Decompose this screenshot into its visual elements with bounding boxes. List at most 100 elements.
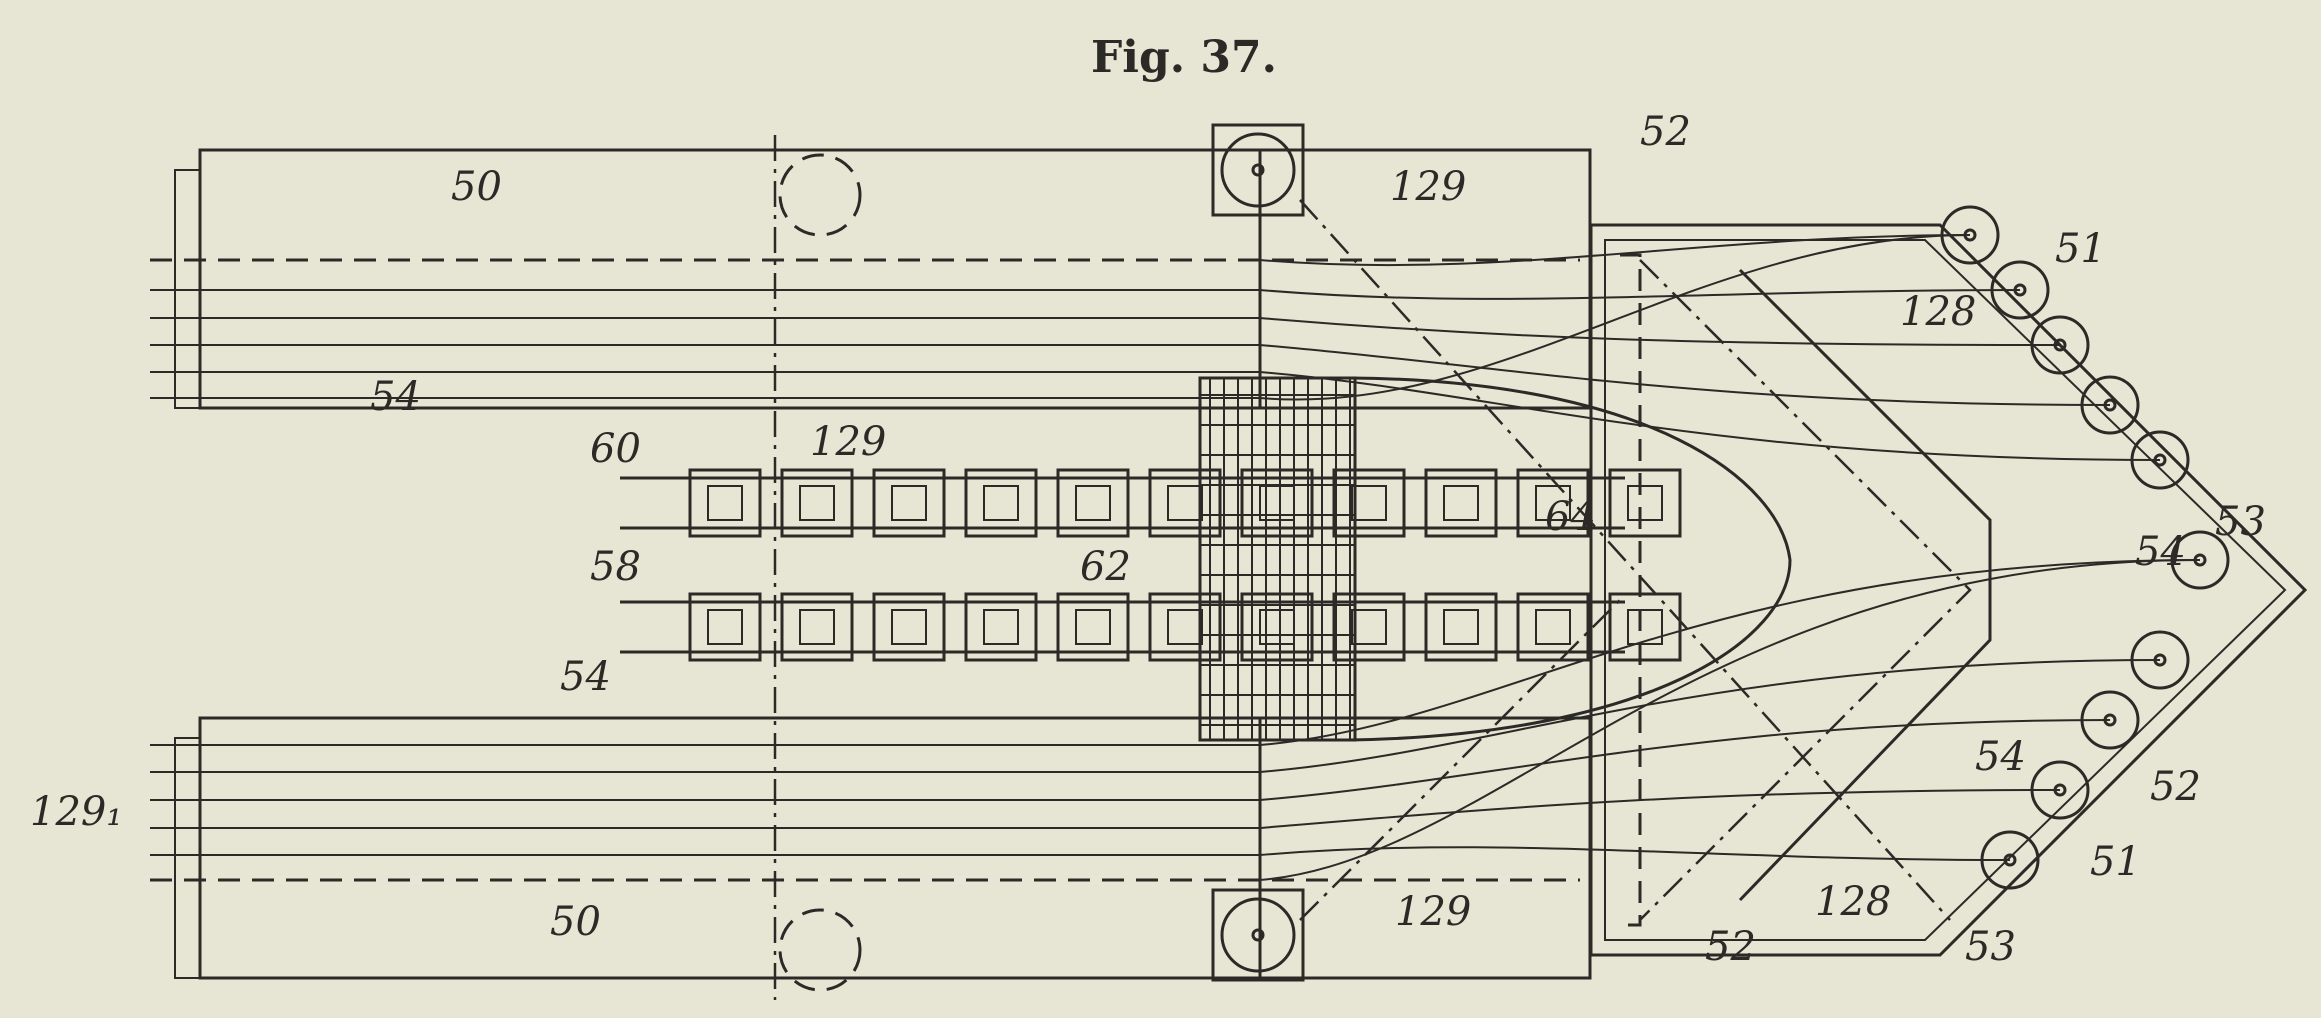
part-label: 54 xyxy=(560,654,611,700)
chain-link xyxy=(1516,468,1590,538)
chain-pin xyxy=(983,485,1019,521)
drawing xyxy=(150,123,2308,1000)
pulley-wheel xyxy=(1220,132,1296,208)
part-label: 51 xyxy=(2055,226,2106,272)
chain-pin xyxy=(1167,485,1203,521)
chain-pin xyxy=(891,485,927,521)
cable xyxy=(1259,234,1971,267)
part-label: 52 xyxy=(1640,109,1691,155)
chain-pin xyxy=(1259,609,1295,645)
chain-link xyxy=(1148,592,1222,662)
part-label: 64 xyxy=(1545,494,1596,540)
cable xyxy=(1259,289,2021,300)
bottom-trough xyxy=(198,716,1262,980)
part-label: 50 xyxy=(451,164,502,210)
chain-pin xyxy=(1259,485,1295,521)
frame-dashed xyxy=(1620,253,1642,927)
cable-guide xyxy=(1349,376,1792,742)
cable xyxy=(1259,371,2161,461)
part-label: 62 xyxy=(1080,544,1131,590)
cable xyxy=(1259,234,1971,401)
chain-link xyxy=(1516,592,1590,662)
pulley-axle xyxy=(1251,928,1265,942)
pulley-axle xyxy=(1251,163,1265,177)
cable xyxy=(1259,559,2201,746)
part-label: 58 xyxy=(590,544,641,590)
dashdot-129 xyxy=(1299,599,1621,921)
chain-pin xyxy=(1627,609,1663,645)
chain-link xyxy=(1332,468,1406,538)
chain-link xyxy=(688,592,762,662)
chain-pin xyxy=(1443,609,1479,645)
dashed-circle xyxy=(778,153,862,237)
part-label: 60 xyxy=(590,426,641,472)
chain-link xyxy=(964,468,1038,538)
dashdot-guide xyxy=(1639,259,1972,921)
chain-pin xyxy=(1075,609,1111,645)
part-label: 129 xyxy=(1395,889,1471,935)
chain-link xyxy=(1056,468,1130,538)
part-label: 128 xyxy=(1815,879,1891,925)
chain-link xyxy=(1148,468,1222,538)
chain-pin xyxy=(1351,485,1387,521)
cable xyxy=(1259,317,2061,346)
top-trough xyxy=(198,148,1262,410)
part-label: 52 xyxy=(2150,764,2201,810)
part-label: 129 xyxy=(810,419,886,465)
chain-link xyxy=(1240,592,1314,662)
part-label: 54 xyxy=(370,374,421,420)
part-label: 129₁ xyxy=(30,789,122,835)
chain-pin xyxy=(1443,485,1479,521)
chain-link xyxy=(1332,592,1406,662)
conveyor-frame-inner xyxy=(1604,239,2287,941)
chain-link xyxy=(1240,468,1314,538)
chain-link xyxy=(780,468,854,538)
chain-link xyxy=(872,468,946,538)
chain-pin xyxy=(1167,609,1203,645)
chain-link xyxy=(688,468,762,538)
chain-pin xyxy=(1351,609,1387,645)
chain-link xyxy=(1424,468,1498,538)
chain-pin xyxy=(1535,609,1571,645)
part-label: 52 xyxy=(1705,924,1756,970)
pulley-block xyxy=(1211,888,1305,982)
part-label: 53 xyxy=(1965,924,2016,970)
cable xyxy=(1259,719,2111,801)
figure-title: Fig. 37. xyxy=(1091,32,1277,83)
pulley-wheel xyxy=(1220,897,1296,973)
part-label: 54 xyxy=(1975,734,2026,780)
cable xyxy=(1259,789,2061,829)
chain-link xyxy=(1608,468,1682,538)
chain-pin xyxy=(707,609,743,645)
dashdot-129 xyxy=(1299,199,1951,921)
chain-pin xyxy=(891,609,927,645)
bottom-trough-wall xyxy=(174,737,201,979)
chain-pin xyxy=(1535,485,1571,521)
cable xyxy=(1259,344,2111,406)
pulley-block xyxy=(1211,123,1305,217)
dashed-circle xyxy=(778,908,862,992)
chain-pin xyxy=(983,609,1019,645)
part-label: 54 xyxy=(2135,529,2186,575)
part-label: 128 xyxy=(1900,289,1976,335)
chain-pin xyxy=(1075,485,1111,521)
cable xyxy=(1259,659,2161,773)
conveyor-frame xyxy=(1589,223,2308,957)
chain-link xyxy=(780,592,854,662)
cable xyxy=(1259,559,2201,881)
part-label: 129 xyxy=(1390,164,1466,210)
chain-pin xyxy=(799,485,835,521)
bar-128 xyxy=(1738,268,1992,902)
chain-pin xyxy=(1627,485,1663,521)
part-label: 53 xyxy=(2215,499,2266,545)
chain-link xyxy=(964,592,1038,662)
chain-link xyxy=(872,592,946,662)
part-label: 51 xyxy=(2090,839,2141,885)
chain-pin xyxy=(707,485,743,521)
chain-link xyxy=(1424,592,1498,662)
gear-stack xyxy=(1198,376,1357,742)
chain-link xyxy=(1056,592,1130,662)
